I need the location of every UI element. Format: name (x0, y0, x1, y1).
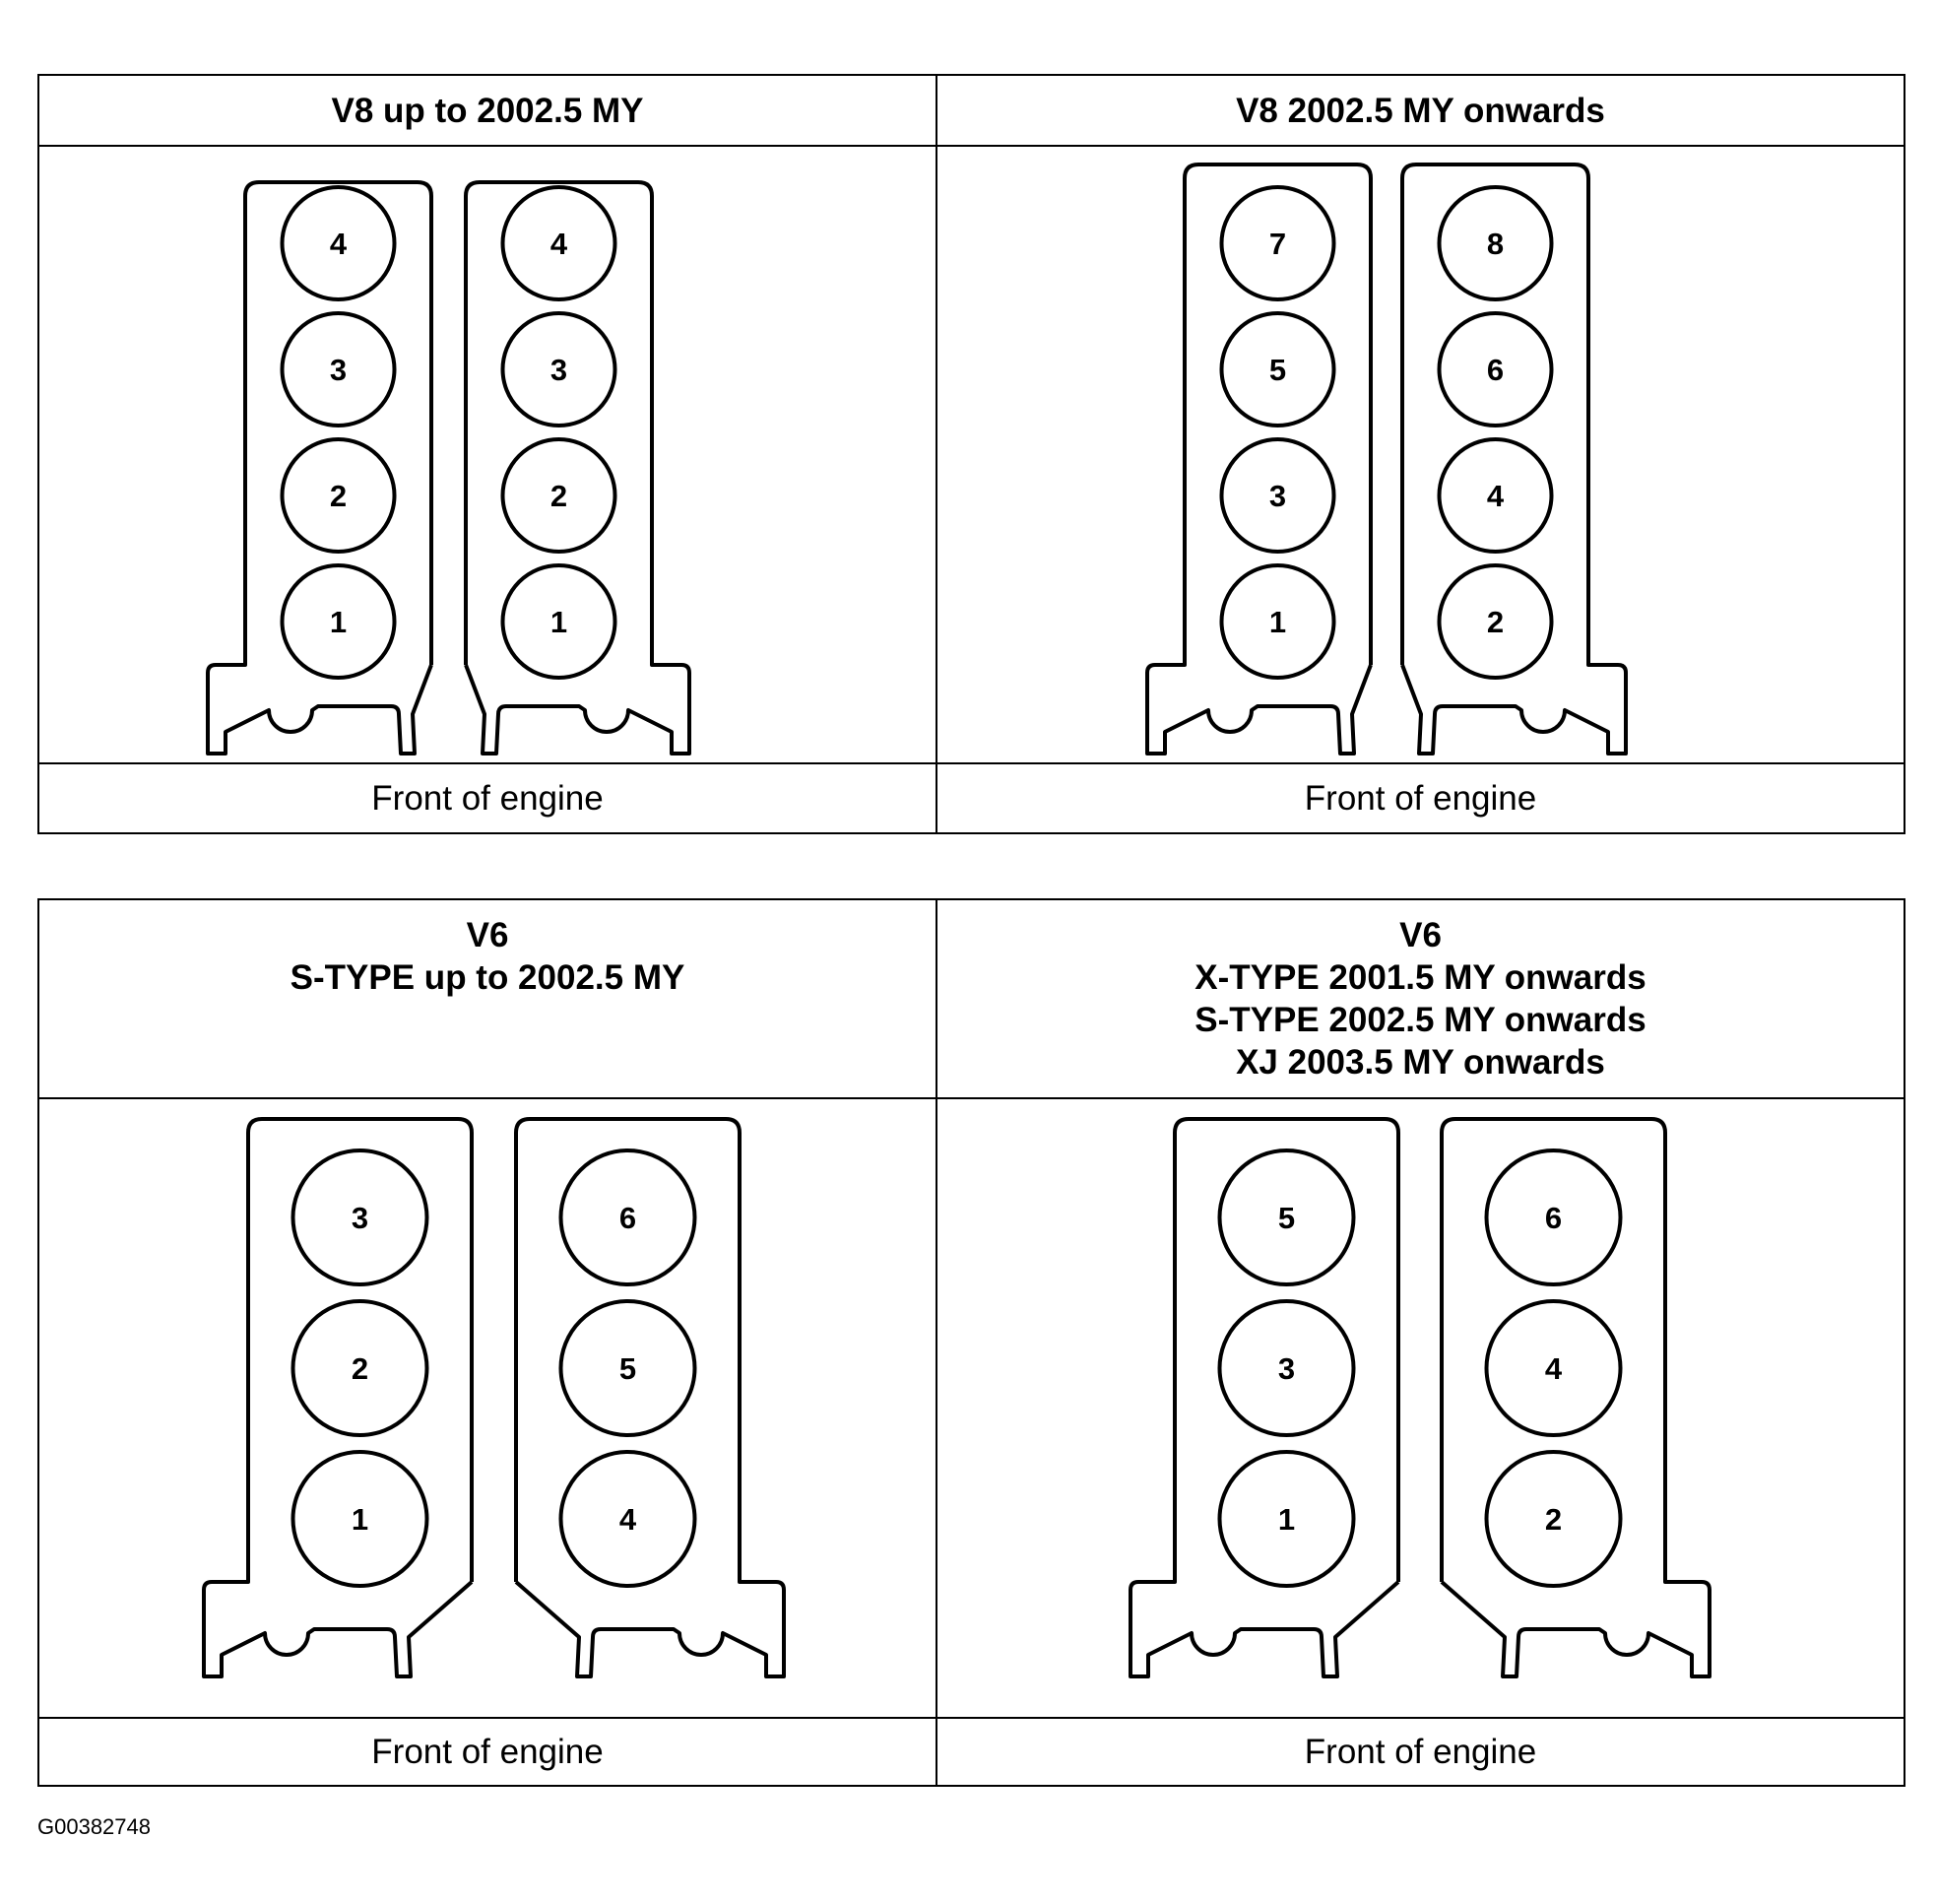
v6-table: V6 S-TYPE up to 2002.5 MY V6 X-TYPE 2001… (37, 898, 1905, 1787)
cylinder-number: 1 (550, 605, 567, 639)
cylinder-circle (500, 437, 617, 554)
cylinder-circle (280, 311, 397, 427)
cylinder-circle (291, 1149, 429, 1286)
cylinder-circle (1219, 437, 1336, 554)
v8-header-row: V8 up to 2002.5 MY V8 2002.5 MY onwards (39, 76, 1904, 147)
left-cylinder-bank-outline (206, 180, 433, 755)
v8-footer-row: Front of engine Front of engine (39, 762, 1904, 832)
panel-title-v8-early: V8 up to 2002.5 MY (39, 76, 937, 145)
cylinder-number: 8 (1487, 227, 1504, 261)
engine-block-diagram-v8-early: 4 3 2 1 4 3 2 1 (206, 180, 691, 755)
cylinder-number: 1 (352, 1502, 368, 1537)
front-of-engine-label: Front of engine (39, 1719, 937, 1785)
diagram-cell-v8-late: 7 5 3 1 8 6 4 2 (937, 147, 1904, 762)
figure-code: G00382748 (37, 1814, 151, 1839)
cylinder-number: 4 (550, 227, 568, 261)
cylinder-number: 1 (1269, 605, 1286, 639)
cylinder-circle (1437, 437, 1554, 554)
cylinder-circle (558, 1450, 697, 1588)
cylinder-circle (291, 1450, 429, 1588)
panel-title-v6-s-type-early: V6 S-TYPE up to 2002.5 MY (39, 900, 937, 1097)
diagram-cell-v6-s-type-early: 3 2 1 6 5 4 (39, 1099, 937, 1717)
cylinder-number: 6 (1545, 1201, 1562, 1235)
title-line: X-TYPE 2001.5 MY onwards (1194, 958, 1646, 997)
cylinder-number: 3 (1269, 479, 1286, 513)
cylinder-number: 2 (550, 479, 567, 513)
cylinder-number: 4 (1487, 479, 1505, 513)
cylinder-circle (1484, 1149, 1623, 1286)
cylinder-number: 5 (1269, 353, 1286, 387)
cylinder-number: 3 (352, 1201, 368, 1235)
cylinder-number: 4 (1545, 1351, 1563, 1386)
left-cylinder-bank-outline (1129, 1117, 1400, 1678)
panel-title-v6-late: V6 X-TYPE 2001.5 MY onwards S-TYPE 2002.… (937, 900, 1904, 1097)
cylinder-circle (500, 311, 617, 427)
cylinder-circle (1219, 563, 1336, 680)
title-line: V8 2002.5 MY onwards (1236, 91, 1605, 130)
cylinder-circle (291, 1299, 429, 1437)
title-line: S-TYPE up to 2002.5 MY (290, 958, 685, 997)
title-line: V6 (466, 916, 509, 954)
cylinder-circle (1219, 185, 1336, 301)
cylinder-circle (1437, 563, 1554, 680)
cylinder-circle (500, 563, 617, 680)
title-line: V6 (1399, 916, 1442, 954)
cylinder-number: 4 (330, 227, 348, 261)
cylinder-circle (558, 1149, 697, 1286)
cylinder-circle (1217, 1149, 1356, 1286)
cylinder-number: 2 (1545, 1502, 1562, 1537)
cylinder-number: 2 (1487, 605, 1504, 639)
engine-block-diagram-v6-s-type-early: 3 2 1 6 5 4 (202, 1117, 786, 1678)
cylinder-number: 7 (1269, 227, 1286, 261)
panel-title-v8-late: V8 2002.5 MY onwards (937, 76, 1904, 145)
cylinder-number: 3 (550, 353, 567, 387)
cylinder-number: 3 (1278, 1351, 1295, 1386)
title-line: XJ 2003.5 MY onwards (1236, 1043, 1605, 1082)
cylinder-number: 1 (330, 605, 347, 639)
right-cylinder-bank-outline (1440, 1117, 1711, 1678)
right-cylinder-bank-outline (1400, 163, 1628, 755)
cylinder-number: 5 (1278, 1201, 1295, 1235)
cylinder-number: 5 (619, 1351, 636, 1386)
cylinder-circle (1217, 1450, 1356, 1588)
v6-footer-row: Front of engine Front of engine (39, 1717, 1904, 1785)
cylinder-circle (1219, 311, 1336, 427)
v8-table: V8 up to 2002.5 MY V8 2002.5 MY onwards … (37, 74, 1905, 834)
cylinder-circle (1437, 185, 1554, 301)
title-line: S-TYPE 2002.5 MY onwards (1194, 1001, 1646, 1039)
v6-diagram-row: 3 2 1 6 5 4 5 3 1 6 4 2 (39, 1099, 1904, 1717)
cylinder-circle (1437, 311, 1554, 427)
cylinder-circle (500, 185, 617, 301)
left-cylinder-bank-outline (1145, 163, 1373, 755)
cylinder-number: 2 (352, 1351, 368, 1386)
cylinder-circle (558, 1299, 697, 1437)
v6-header-row: V6 S-TYPE up to 2002.5 MY V6 X-TYPE 2001… (39, 900, 1904, 1099)
cylinder-number: 1 (1278, 1502, 1295, 1537)
diagram-cell-v6-late: 5 3 1 6 4 2 (937, 1099, 1904, 1717)
right-cylinder-bank-outline (514, 1117, 786, 1678)
cylinder-circle (1484, 1450, 1623, 1588)
cylinder-circle (280, 437, 397, 554)
cylinder-circle (280, 185, 397, 301)
left-cylinder-bank-outline (202, 1117, 474, 1678)
cylinder-circle (1484, 1299, 1623, 1437)
right-cylinder-bank-outline (464, 180, 691, 755)
cylinder-number: 4 (619, 1502, 637, 1537)
diagram-cell-v8-early: 4 3 2 1 4 3 2 1 (39, 147, 937, 762)
cylinder-circle (280, 563, 397, 680)
cylinder-number: 2 (330, 479, 347, 513)
engine-block-diagram-v8-late: 7 5 3 1 8 6 4 2 (1145, 163, 1628, 755)
cylinder-number: 3 (330, 353, 347, 387)
cylinder-number: 6 (619, 1201, 636, 1235)
front-of-engine-label: Front of engine (39, 764, 937, 832)
cylinder-circle (1217, 1299, 1356, 1437)
front-of-engine-label: Front of engine (1304, 778, 1537, 818)
engine-block-diagram-v6-late: 5 3 1 6 4 2 (1129, 1117, 1711, 1678)
front-of-engine-label: Front of engine (1304, 1732, 1537, 1771)
cylinder-number: 6 (1487, 353, 1504, 387)
v8-diagram-row: 4 3 2 1 4 3 2 1 7 5 3 1 8 6 4 2 (39, 147, 1904, 762)
title-line: V8 up to 2002.5 MY (331, 91, 644, 130)
